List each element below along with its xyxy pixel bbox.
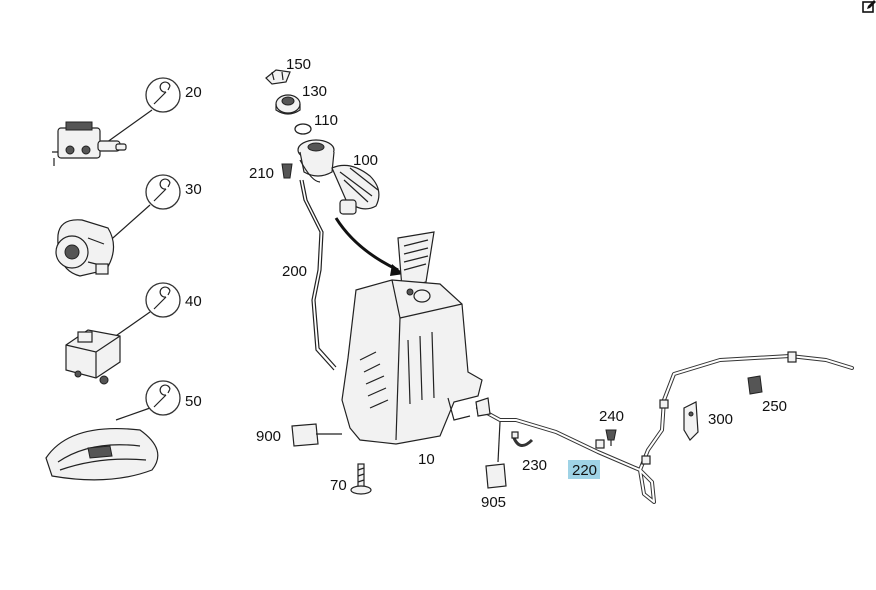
wrench-icon: [145, 77, 181, 113]
wrench-icon: [145, 174, 181, 210]
wrench-icon: [145, 380, 181, 416]
label-50: 50: [185, 393, 202, 410]
part-150-clip: [265, 69, 291, 85]
label-100: 100: [353, 152, 378, 169]
label-210: 210: [249, 165, 274, 182]
edit-icon[interactable]: [862, 0, 876, 14]
label-150: 150: [286, 56, 311, 73]
highlight-box: [568, 460, 600, 479]
label-70: 70: [330, 477, 347, 494]
part-220-supply-line: [475, 351, 854, 504]
label-250: 250: [762, 398, 787, 415]
part-40-sensor: [65, 311, 151, 385]
label-240: 240: [599, 408, 624, 425]
part-110-seal-ring: [294, 123, 312, 135]
label-220: 220: [572, 462, 597, 479]
part-50-heater-plate: [45, 407, 159, 481]
label-900: 900: [256, 428, 281, 445]
part-300-bracket: [683, 401, 699, 441]
part-250-clip: [747, 375, 763, 395]
part-100-filler-neck: [297, 139, 380, 215]
part-905-pad: [485, 463, 507, 489]
wrench-icon: [145, 282, 181, 318]
part-30-motor: [55, 204, 151, 277]
label-200: 200: [282, 263, 307, 280]
label-230: 230: [522, 457, 547, 474]
label-30: 30: [185, 181, 202, 198]
label-10: 10: [418, 451, 435, 468]
part-210-plug: [281, 163, 293, 179]
label-130: 130: [302, 83, 327, 100]
label-905: 905: [481, 494, 506, 511]
part-10-tank: [341, 231, 483, 445]
part-20-pump: [52, 109, 153, 166]
label-110: 110: [314, 112, 338, 129]
part-130-cap: [275, 94, 301, 115]
part-230-clamp: [511, 431, 534, 447]
part-70-bolt: [350, 463, 372, 495]
label-300: 300: [708, 411, 733, 428]
part-900-pad: [291, 423, 342, 447]
label-20: 20: [185, 84, 202, 101]
part-200-vent-line: [299, 179, 337, 371]
part-240-clip: [605, 429, 617, 446]
label-40: 40: [185, 293, 202, 310]
